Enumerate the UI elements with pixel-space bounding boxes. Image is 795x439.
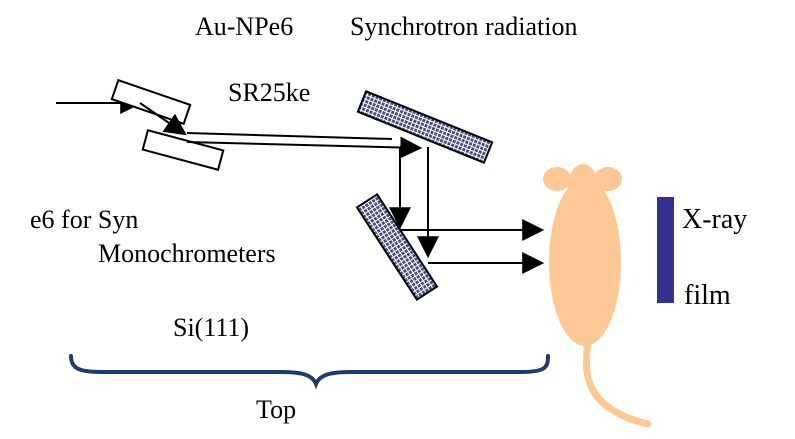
inter-mirror-beam: [139, 102, 187, 136]
source-label: Au-NPe6: [195, 12, 293, 41]
energy-label: SR25ke: [228, 78, 310, 107]
lower-dotted-mirror: [355, 192, 439, 302]
purpose-label: e6 for Syn: [30, 205, 138, 234]
film-icon: [657, 197, 674, 303]
grouping-brace: [69, 354, 550, 390]
mouse-tail: [582, 334, 652, 428]
lower-white-mirror: [141, 129, 225, 171]
double-beam-line-lower: [186, 136, 423, 159]
double-beam-line-upper: [186, 132, 393, 140]
radiation-label: Synchrotron radiation: [350, 12, 577, 41]
mouse-ear-left: [543, 167, 571, 191]
mouse-body: [549, 178, 621, 346]
monochromators-label: Monochrometers: [98, 239, 276, 268]
mouse-icon: [543, 164, 652, 428]
mouse-ear-right: [594, 167, 622, 191]
crystal-label: Si(111): [173, 313, 249, 342]
detector-label-line2: film: [684, 280, 731, 311]
upper-white-mirror: [110, 78, 192, 126]
upper-dotted-mirror: [356, 90, 494, 164]
position-label: Top: [256, 395, 296, 424]
detector-label-line1: X-ray: [682, 204, 747, 235]
